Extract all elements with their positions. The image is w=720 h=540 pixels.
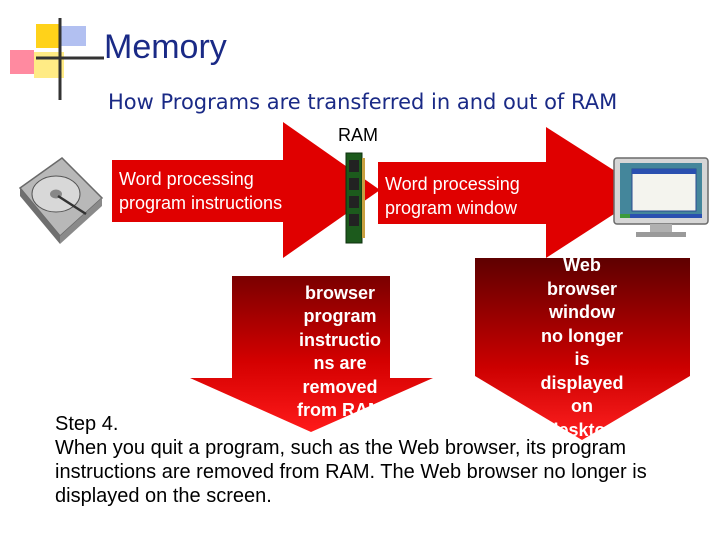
down-left-line: program xyxy=(303,306,377,326)
down-right-label: Web browser window no longer is displaye… xyxy=(512,254,652,442)
left-arrow-label: Word processing program instructions xyxy=(119,167,282,215)
down-right-line: browser xyxy=(546,278,618,299)
down-left-line: Web xyxy=(321,259,359,279)
right-arrow-label-line2: program window xyxy=(385,198,518,218)
right-arrow-left xyxy=(112,122,380,258)
right-arrow-right xyxy=(378,127,648,258)
down-left-line: instructio xyxy=(298,329,381,350)
down-right-line: desktop xyxy=(547,419,617,440)
slide-title: Memory xyxy=(104,28,227,66)
ram-label: RAM xyxy=(338,125,378,145)
down-left-label: Web browser program instructio ns are re… xyxy=(270,258,410,423)
down-arrow-left xyxy=(190,276,433,432)
left-arrow-label-line2: program instructions xyxy=(119,193,283,213)
down-left-line: ns are xyxy=(313,353,367,373)
down-right-line: displayed xyxy=(540,372,624,393)
down-right-line: Web xyxy=(563,255,601,275)
right-arrow-label: Word processing program window xyxy=(385,172,520,220)
down-right-line: is xyxy=(574,349,590,369)
step-text: Step 4. When you quit a program, such as… xyxy=(55,412,685,508)
down-left-line: browser xyxy=(304,282,376,303)
hard-drive-icon xyxy=(18,157,104,244)
ram-chip-icon xyxy=(345,152,365,244)
monitor-icon xyxy=(613,157,709,237)
down-left-line: from RAM xyxy=(297,400,383,420)
down-left-line: removed xyxy=(302,376,378,397)
left-arrow-label-line1: Word processing xyxy=(119,169,254,189)
step-label: Step 4. xyxy=(55,413,119,435)
right-arrow-label-line1: Word processing xyxy=(385,174,520,194)
slide-logo-squares xyxy=(10,18,104,100)
down-right-line: window xyxy=(549,302,615,322)
down-right-line: no longer xyxy=(541,325,623,346)
step-paragraph: When you quit a program, such as the Web… xyxy=(55,437,647,507)
slide-subtitle: How Programs are transferred in and out … xyxy=(108,90,618,114)
down-arrow-right xyxy=(475,258,690,440)
down-right-line: on xyxy=(571,396,593,416)
